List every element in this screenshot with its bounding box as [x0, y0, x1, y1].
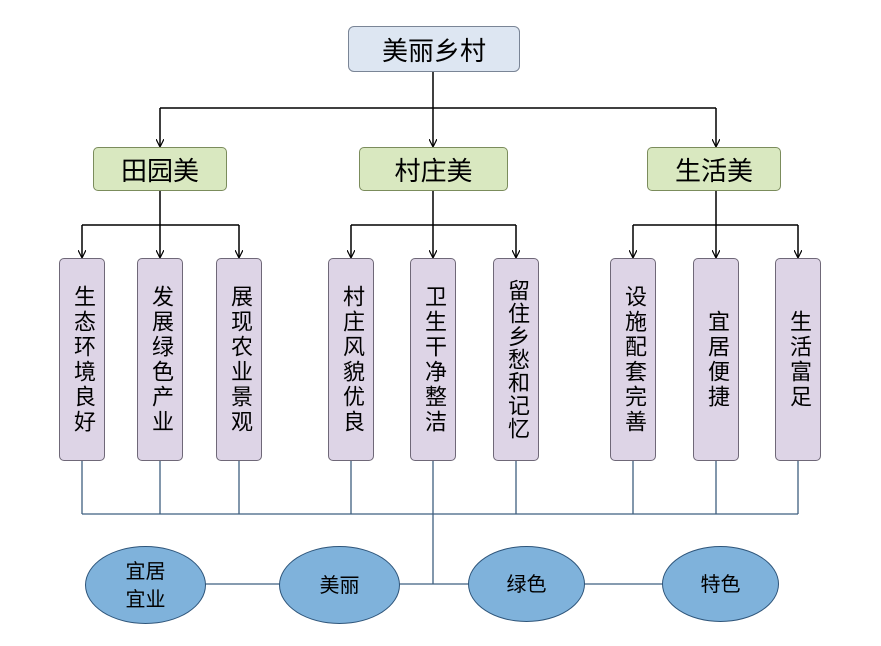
category-connectors	[82, 191, 798, 257]
goal-oval: 特色	[662, 546, 779, 622]
leaf-node: 发展绿色产业	[137, 258, 183, 461]
leaf-node: 展现农业景观	[216, 258, 262, 461]
leaf-node: 卫生干净整洁	[410, 258, 456, 461]
leaf-node: 村庄风貌优良	[328, 258, 374, 461]
category-node-tianyuan: 田园美	[93, 147, 227, 191]
leaf-node: 宜居便捷	[693, 258, 739, 461]
category-node-shenghuo: 生活美	[647, 147, 781, 191]
leaf-node: 生态环境良好	[59, 258, 105, 461]
root-connectors	[160, 72, 716, 146]
leaf-node: 设施配套完善	[610, 258, 656, 461]
root-node: 美丽乡村	[348, 26, 520, 72]
goal-oval: 宜居 宜业	[85, 546, 206, 624]
leaf-node: 生活富足	[775, 258, 821, 461]
goal-oval: 绿色	[468, 546, 585, 622]
goal-oval: 美丽	[279, 546, 400, 624]
leaf-node: 留住乡愁和记忆	[493, 258, 539, 461]
category-node-cunzhuang: 村庄美	[359, 147, 508, 191]
